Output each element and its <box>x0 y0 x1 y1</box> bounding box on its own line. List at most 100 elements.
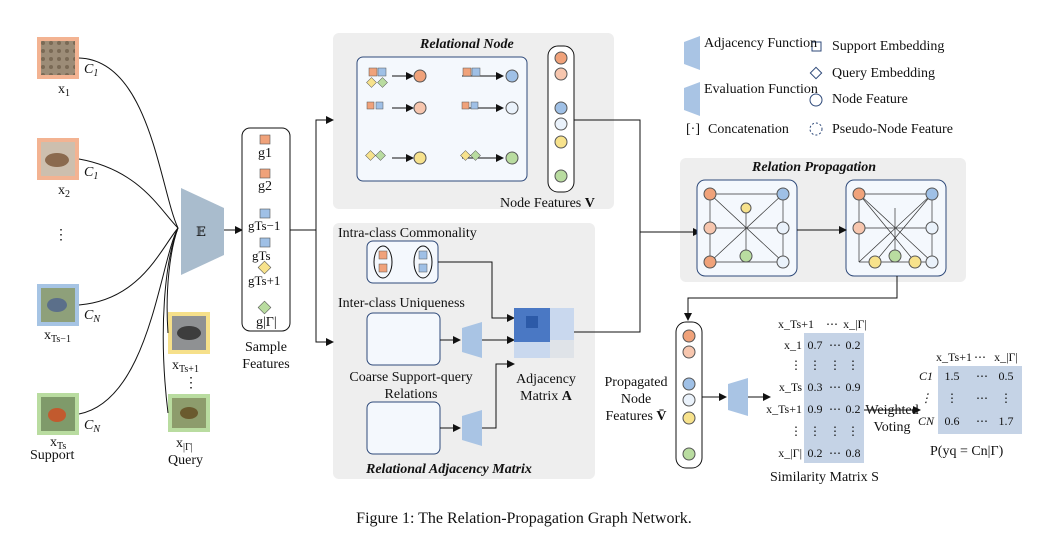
adjacency-matrix-line2: Matrix A <box>520 389 572 404</box>
vote-cell-0-0: 1.5 <box>944 369 960 383</box>
encoder-block <box>181 188 224 275</box>
vote-cell-2-1: ⋯ <box>976 414 988 428</box>
feature-ggamma: g|Γ| <box>256 315 277 330</box>
sim-row-header-3: x_Ts+1 <box>766 402 802 416</box>
legend-evaluation-function: Evaluation Function <box>704 82 818 97</box>
vote-row-header-0: C1 <box>918 369 933 383</box>
inter-class-box <box>366 312 441 366</box>
evaluation-function-varphi <box>728 378 748 416</box>
feature-gts: gTs <box>252 248 271 263</box>
sim-cell-3-2: 0.2 <box>845 402 861 416</box>
sim-cell-4-0: ⋮ <box>809 424 821 438</box>
propagated-line1: Propagated <box>604 375 668 390</box>
vote-cell-2-0: 0.6 <box>944 414 960 428</box>
feature-gts1: gTs+1 <box>248 273 281 288</box>
sim-cell-3-1: ⋯ <box>829 402 841 416</box>
sim-cell-3-0: 0.9 <box>807 402 823 416</box>
vote-cell-0-1: ⋯ <box>976 369 988 383</box>
sim-row-header-0: x_1 <box>784 338 802 352</box>
probability-formula: P(yq = Cn|Γ) <box>930 444 1004 459</box>
legend-adjacency-function: Adjacency Function <box>704 36 818 51</box>
sample-features-line1: Sample <box>245 340 287 355</box>
vote-col-header-2: x_|Γ| <box>994 350 1018 364</box>
feature-g2: g2 <box>258 179 272 194</box>
query-label-xgamma: x|Γ| <box>176 436 193 453</box>
query-ellipsis: ⋮ <box>184 376 198 391</box>
sim-col-header-2: x_|Γ| <box>843 317 867 331</box>
relational-node-title: Relational Node <box>420 37 514 52</box>
sim-cell-2-1: ⋯ <box>829 380 841 394</box>
propagated-line2: Node <box>620 392 652 407</box>
sim-row-header-5: x_|Γ| <box>778 446 802 460</box>
sim-row-header-1: ⋮ <box>790 358 802 372</box>
legend-support-embedding: Support Embedding <box>832 39 945 54</box>
class-label-cn-a: CN <box>84 308 101 325</box>
feature-g1: g1 <box>258 146 272 161</box>
legend-concatenation: Concatenation <box>708 122 789 137</box>
sim-cell-0-0: 0.7 <box>807 338 823 352</box>
legend-query-embedding-icon <box>809 66 823 80</box>
class-label-cn-b: CN <box>84 418 101 435</box>
support-label-xts: xTs <box>50 435 67 452</box>
sim-col-header-1: ⋯ <box>826 317 838 331</box>
relational-adjacency-title: Relational Adjacency Matrix <box>366 462 532 477</box>
support-image-ts-1 <box>37 284 79 326</box>
similarity-matrix-label: Similarity Matrix S <box>770 470 879 485</box>
legend-phi-icon <box>684 36 700 70</box>
vote-cell-1-0: ⋮ <box>946 391 958 405</box>
vote-row-header-2: CN <box>917 414 934 428</box>
support-image-2 <box>37 138 79 180</box>
weighted-voting-line1: Weighted <box>865 403 919 418</box>
feature-gts-1: gTs−1 <box>248 218 281 233</box>
vote-cell-1-1: ⋯ <box>976 391 988 405</box>
vote-col-header-0: x_Ts+1 <box>936 350 972 364</box>
coarse-relations-box <box>366 401 441 455</box>
sim-cell-5-0: 0.2 <box>807 446 823 460</box>
legend-node-feature-icon <box>809 93 823 107</box>
vote-cell-1-2: ⋮ <box>1000 391 1012 405</box>
query-title: Query <box>168 453 203 468</box>
sim-cell-1-0: ⋮ <box>809 358 821 372</box>
legend-support-embedding-icon <box>811 41 822 52</box>
sim-row-header-4: ⋮ <box>790 424 802 438</box>
sim-cell-5-2: 0.8 <box>845 446 861 460</box>
support-label-x1: x1 <box>58 82 70 99</box>
sim-cell-0-1: ⋯ <box>829 338 841 352</box>
relational-node-box <box>356 56 528 182</box>
support-image-1 <box>37 37 79 79</box>
query-label-xts1: xTs+1 <box>172 358 199 375</box>
relation-propagation-title: Relation Propagation <box>752 160 877 175</box>
support-label-xts-1: xTs−1 <box>44 328 71 345</box>
class-label-c1-b: C1 <box>84 165 99 182</box>
legend-concat-symbol: [·] <box>686 122 700 137</box>
propagated-line3: Features V̄ <box>605 409 667 424</box>
legend-pseudo-node: Pseudo-Node Feature <box>832 122 953 137</box>
support-image-ts <box>37 393 79 435</box>
class-label-c1-a: C1 <box>84 62 99 79</box>
encoder-label: 𝔼 <box>196 224 206 239</box>
vote-cell-2-2: 1.7 <box>998 414 1014 428</box>
similarity-matrix-grid <box>804 333 864 463</box>
adjacency-matrix <box>514 308 574 358</box>
weighted-voting-line2: Voting <box>873 420 911 435</box>
vote-cell-0-2: 0.5 <box>998 369 1014 383</box>
vote-col-header-1: ⋯ <box>974 350 986 364</box>
sim-cell-2-0: 0.3 <box>807 380 823 394</box>
sim-cell-5-1: ⋯ <box>829 446 841 460</box>
sample-features-line2: Features <box>242 357 290 372</box>
sim-col-header-0: x_Ts+1 <box>778 317 814 331</box>
sim-cell-1-2: ⋮ <box>847 358 859 372</box>
legend-pseudo-node-icon <box>809 122 823 136</box>
coarse-label-line2: Relations <box>384 387 438 402</box>
sim-cell-4-2: ⋮ <box>847 424 859 438</box>
legend-varphi-icon <box>684 82 700 116</box>
intra-class-label: Intra-class Commonality <box>338 226 477 241</box>
sim-cell-1-1: ⋮ <box>829 358 841 372</box>
support-ellipsis: ⋮ <box>54 228 68 243</box>
support-label-x2: x2 <box>58 183 70 200</box>
figure-caption: Figure 1: The Relation-Propagation Graph… <box>356 510 692 527</box>
legend-node-feature: Node Feature <box>832 92 908 107</box>
sim-cell-4-1: ⋮ <box>829 424 841 438</box>
sim-row-header-2: x_Ts <box>778 380 802 394</box>
query-image-gamma <box>168 394 210 432</box>
